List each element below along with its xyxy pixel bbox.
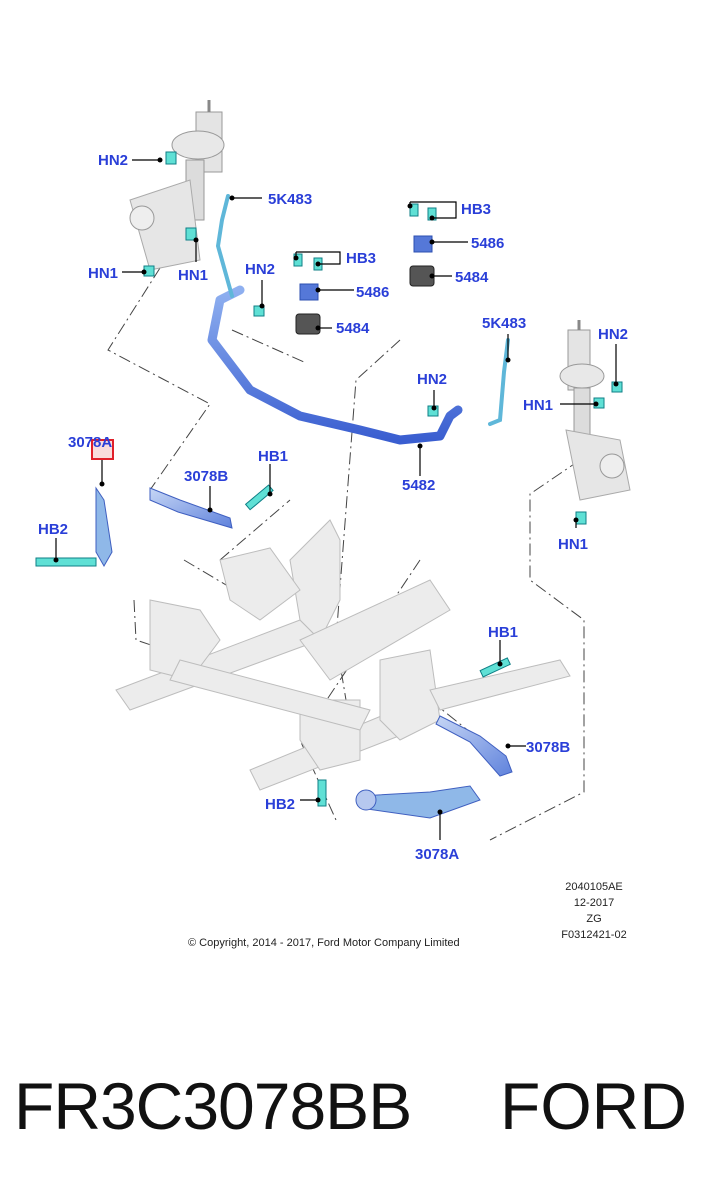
callout-5484-right: 5484 <box>455 269 489 286</box>
callout-hb2-bottom: HB2 <box>265 796 295 813</box>
callout-5482: 5482 <box>402 477 435 494</box>
callout-5484-mid: 5484 <box>336 320 370 337</box>
callout-5k483-right: 5K483 <box>482 315 526 332</box>
info-line-4: F0312421-02 <box>561 929 626 941</box>
callout-hb1-left: HB1 <box>258 448 288 465</box>
callout-hn1-right-b: HN1 <box>558 536 588 553</box>
callout-hn2-center: HN2 <box>417 371 447 388</box>
stabilizer-links <box>215 194 510 426</box>
brand-name: FORD <box>500 1069 687 1143</box>
callout-hn2-left: HN2 <box>98 152 128 169</box>
callout-hn2-right: HN2 <box>598 326 628 343</box>
callout-hb2-left: HB2 <box>38 521 68 538</box>
left-strut-assembly <box>129 100 225 271</box>
bar-brackets <box>295 235 435 335</box>
callout-hn2-mid: HN2 <box>245 261 275 278</box>
right-strut-assembly <box>559 320 631 501</box>
callout-5k483-left: 5K483 <box>268 191 312 208</box>
callout-3078b-left: 3078B <box>184 468 228 485</box>
leader-dots <box>53 157 619 815</box>
info-line-3: ZG <box>586 913 601 925</box>
callout-hb1-right: HB1 <box>488 624 518 641</box>
callout-3078a-left: 3078A <box>68 434 112 451</box>
stabilizer-bar <box>207 285 463 445</box>
leader-lines <box>55 159 617 840</box>
callout-hb3-right: HB3 <box>461 201 491 218</box>
highlight-box <box>91 439 114 460</box>
callout-hn1-left-b: HN1 <box>178 267 208 284</box>
callout-hn1-left-a: HN1 <box>88 265 118 282</box>
callout-hb3-mid: HB3 <box>346 250 376 267</box>
info-line-1: 2040105AE <box>565 881 623 893</box>
callout-hn1-right-a: HN1 <box>523 397 553 414</box>
callout-5486-mid: 5486 <box>356 284 389 301</box>
info-line-2: 12-2017 <box>574 897 614 909</box>
callout-3078a-bottom: 3078A <box>415 846 459 863</box>
drawing-info-block: 2040105AE 12-2017 ZG F0312421-02 <box>561 881 626 941</box>
copyright-notice: © Copyright, 2014 - 2017, Ford Motor Com… <box>188 937 460 949</box>
exploded-parts-diagram: HN2 5K483 HN1 HN1 HN2 HB3 5486 5484 HB3 … <box>35 100 631 949</box>
control-arms <box>95 486 513 819</box>
callout-3078b-right: 3078B <box>526 739 570 756</box>
front-subframe <box>115 519 571 791</box>
callout-5486-right: 5486 <box>471 235 504 252</box>
part-number: FR3C3078BB <box>14 1069 412 1143</box>
